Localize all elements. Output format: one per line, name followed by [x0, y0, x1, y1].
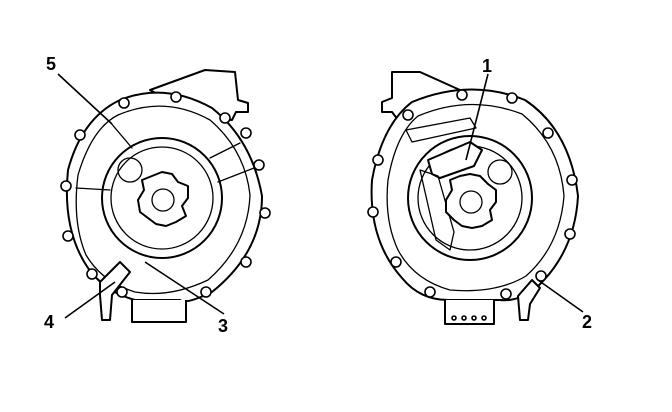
- right-valve-body: [419, 169, 455, 251]
- bolt: [564, 228, 576, 240]
- leader-5: [57, 73, 113, 125]
- right-bolts: [367, 89, 578, 300]
- right-hub-bore: [459, 190, 483, 214]
- right-center-disk: [407, 135, 533, 261]
- left-housing-view: [57, 69, 271, 323]
- bolt: [116, 286, 128, 298]
- bolt: [390, 256, 402, 268]
- left-rib-left: [75, 187, 111, 191]
- pin: [471, 315, 477, 321]
- bolt: [118, 97, 130, 109]
- left-hub-bore: [151, 188, 175, 212]
- bolt: [424, 286, 436, 298]
- right-item-2-part: [517, 279, 541, 321]
- bolt: [62, 230, 74, 242]
- bolt: [500, 288, 512, 300]
- right-housing-view: [367, 71, 584, 325]
- left-bolts: [60, 91, 271, 298]
- bolt: [259, 207, 271, 219]
- bolt: [506, 92, 518, 104]
- bolt: [253, 159, 265, 171]
- bolt: [240, 127, 252, 139]
- callout-4: 4: [44, 312, 54, 332]
- right-strap: [405, 117, 477, 143]
- leader-1: [465, 73, 489, 161]
- bolt: [372, 154, 384, 166]
- callout-2: 2: [582, 312, 592, 332]
- pin: [481, 315, 487, 321]
- left-inner-rim: [75, 105, 251, 295]
- bolt: [86, 268, 98, 280]
- left-rib-right-a: [209, 142, 241, 159]
- pin: [461, 315, 467, 321]
- bolt: [456, 89, 468, 101]
- bolt: [240, 256, 252, 268]
- bolt: [200, 286, 212, 298]
- leader-3: [144, 261, 225, 315]
- right-inner-rim: [386, 103, 565, 292]
- left-center-disk: [101, 137, 223, 259]
- bolt: [542, 127, 554, 139]
- bolt: [60, 180, 72, 192]
- right-connector-pins: [451, 315, 487, 321]
- left-rib-right-b: [217, 167, 255, 183]
- callout-3: 3: [218, 316, 228, 336]
- left-spline-hub: [137, 171, 189, 227]
- left-bottom-boss: [131, 300, 187, 323]
- right-bottom-connector: [444, 300, 495, 325]
- leader-2: [537, 279, 584, 313]
- callout-1: 1: [482, 56, 492, 76]
- bolt: [402, 109, 414, 121]
- left-center-ring: [110, 146, 214, 250]
- bolt: [535, 270, 547, 282]
- bolt: [367, 206, 379, 218]
- left-pilot-hole: [117, 157, 143, 183]
- right-pilot-hole: [487, 159, 513, 185]
- leader-4: [64, 281, 116, 319]
- right-spline-hub: [445, 173, 497, 229]
- bolt: [219, 112, 231, 124]
- bolt: [74, 129, 86, 141]
- left-item-4-part: [99, 261, 131, 321]
- bolt: [566, 174, 578, 186]
- callout-5: 5: [46, 54, 56, 74]
- left-rib-top: [109, 121, 133, 149]
- pin: [451, 315, 457, 321]
- bolt: [170, 91, 182, 103]
